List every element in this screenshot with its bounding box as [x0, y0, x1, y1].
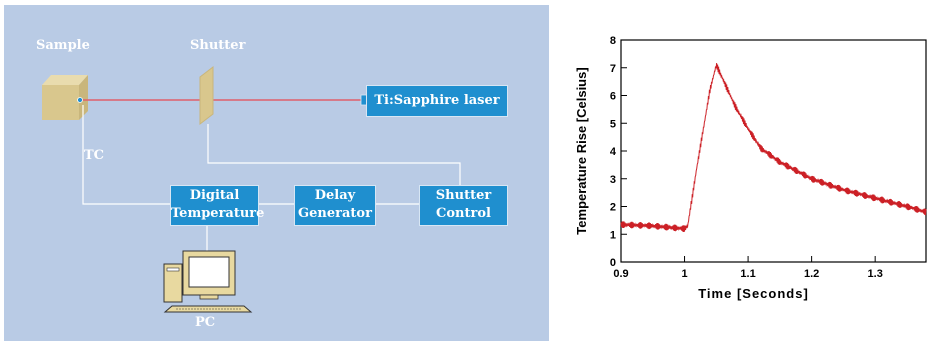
sample-cube-front	[42, 85, 79, 120]
thermocouple-tip	[77, 97, 83, 103]
y-axis-label: Temperature Rise [Celsius]	[574, 67, 589, 234]
y-tick-label: 4	[610, 146, 617, 158]
y-tick-label: 2	[610, 202, 616, 214]
tc-label: TC	[84, 148, 105, 163]
x-tick-label: 0.9	[613, 268, 628, 280]
axis-ticks: 0 1 2 3 4 5 6 7 8 0.9 1 1.1 1.2 1.3	[610, 35, 883, 280]
shutter-blade	[199, 65, 214, 126]
x-tick-label: 1.1	[740, 268, 755, 280]
x-tick-label: 1	[681, 268, 687, 280]
temperature-series-line	[620, 62, 927, 232]
y-tick-label: 7	[610, 63, 616, 75]
delay-generator-box: Delay Generator	[294, 185, 376, 226]
temperature-chart: 0 1 2 3 4 5 6 7 8 0.9 1 1.1 1.2 1.3 Temperature Rise …	[574, 35, 927, 301]
delay-generator-line2: Generator	[298, 206, 372, 221]
shutter-control-line2: Control	[436, 206, 491, 221]
laser-box: Ti:Sapphire laser	[366, 85, 508, 117]
digital-temperature-box: Digital Temperature	[170, 185, 265, 226]
pc-label: PC	[195, 315, 216, 330]
shutter-wire	[207, 124, 461, 189]
digital-temp-line2: Temperature	[171, 206, 265, 221]
laser-label: Ti:Sapphire laser	[374, 93, 500, 108]
y-tick-label: 1	[610, 229, 616, 241]
tc-wire	[82, 105, 170, 205]
sample-cube-side	[79, 75, 88, 120]
delay-generator-line1: Delay	[314, 188, 356, 203]
digital-temp-line1: Digital	[189, 188, 240, 203]
y-tick-label: 0	[610, 257, 616, 269]
shutter-label: Shutter	[190, 38, 246, 53]
sample-cube-top	[42, 75, 88, 85]
sample-label: Sample	[36, 38, 90, 53]
diagram-wiring	[42, 65, 461, 313]
y-tick-label: 5	[610, 118, 616, 130]
shutter-control-line1: Shutter	[435, 188, 492, 203]
shutter-control-box: Shutter Control	[419, 185, 508, 226]
y-tick-label: 8	[610, 35, 616, 47]
x-tick-label: 1.3	[868, 268, 883, 280]
setup-diagram: Sample Shutter Ti:Sapphire laser TC Digi…	[4, 5, 549, 341]
x-axis-label: Time [Seconds]	[698, 286, 809, 301]
y-tick-label: 6	[610, 91, 616, 103]
y-tick-label: 3	[610, 174, 616, 186]
computer-icon	[163, 250, 253, 313]
x-tick-label: 1.2	[804, 268, 819, 280]
